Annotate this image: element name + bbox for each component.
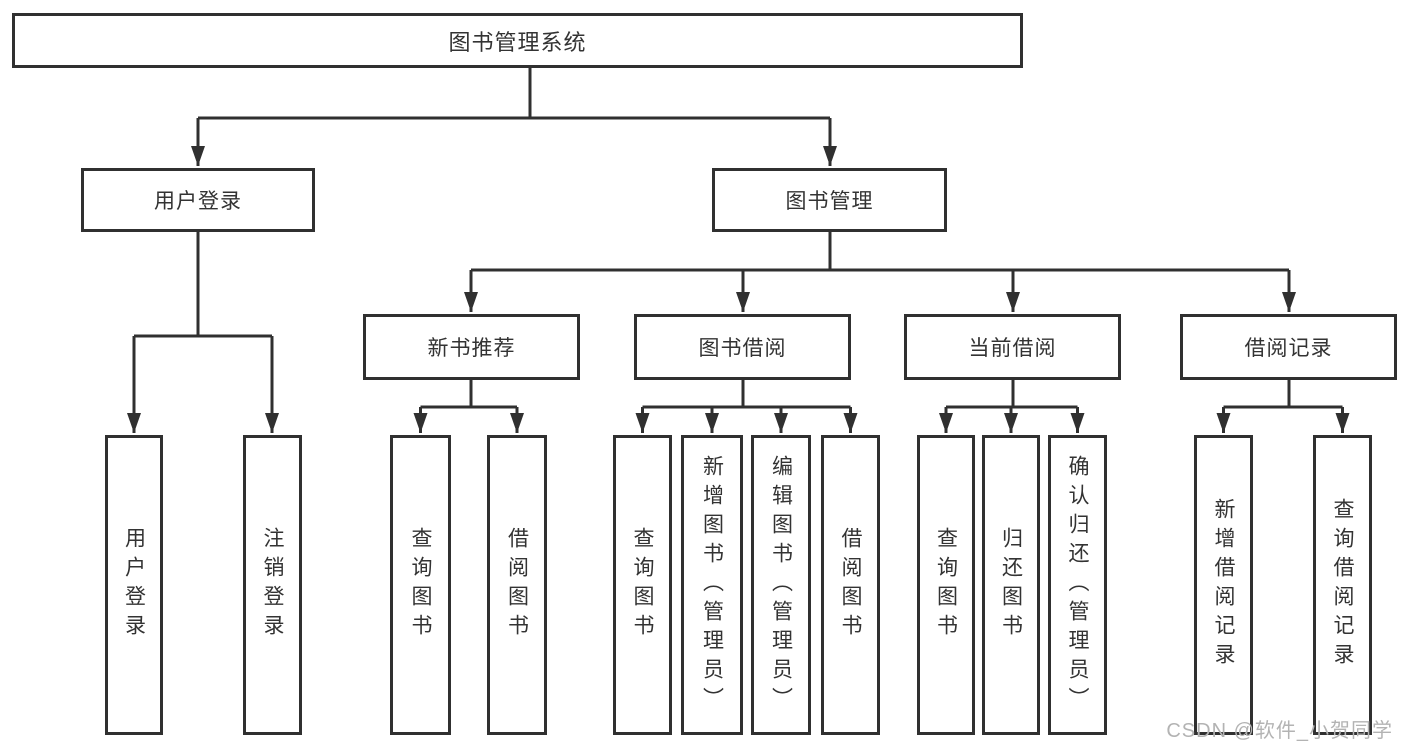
node-user-login: 用户登录 <box>81 168 315 232</box>
leaf-query-books-borrowing: 查询图书 <box>613 435 672 735</box>
leaf-borrow-books-recommend: 借阅图书 <box>487 435 547 735</box>
leaf-query-books-borrowing-label: 查询图书 <box>631 527 654 643</box>
leaf-return-books: 归还图书 <box>982 435 1040 735</box>
leaf-confirm-return-admin: 确认归还（管理员） <box>1048 435 1107 735</box>
leaf-query-books-current: 查询图书 <box>917 435 975 735</box>
node-borrowing-records: 借阅记录 <box>1180 314 1397 380</box>
leaf-query-borrow-record-label: 查询借阅记录 <box>1331 498 1354 672</box>
node-book-borrowing: 图书借阅 <box>634 314 851 380</box>
leaf-user-login: 用户登录 <box>105 435 163 735</box>
watermark: CSDN @软件_小贺同学 <box>1166 720 1393 742</box>
leaf-add-books-admin: 新增图书（管理员） <box>681 435 743 735</box>
leaf-edit-books-admin-label: 编辑图书（管理员） <box>769 454 793 716</box>
leaf-borrow-books-recommend-label: 借阅图书 <box>505 527 529 643</box>
leaf-add-borrow-record: 新增借阅记录 <box>1194 435 1253 735</box>
leaf-confirm-return-admin-label: 确认归还（管理员） <box>1066 454 1089 716</box>
leaf-logout-login: 注销登录 <box>243 435 302 735</box>
leaf-query-borrow-record: 查询借阅记录 <box>1313 435 1372 735</box>
leaf-logout-login-label: 注销登录 <box>261 527 284 643</box>
node-book-management: 图书管理 <box>712 168 947 232</box>
leaf-user-login-label: 用户登录 <box>122 527 146 643</box>
leaf-query-books-recommend-label: 查询图书 <box>409 527 432 643</box>
leaf-add-borrow-record-label: 新增借阅记录 <box>1212 498 1235 672</box>
leaf-borrow-books-borrowing-label: 借阅图书 <box>839 527 862 643</box>
leaf-edit-books-admin: 编辑图书（管理员） <box>751 435 811 735</box>
node-current-borrowing: 当前借阅 <box>904 314 1121 380</box>
node-new-book-recommendation: 新书推荐 <box>363 314 580 380</box>
leaf-query-books-current-label: 查询图书 <box>934 527 958 643</box>
leaf-borrow-books-borrowing: 借阅图书 <box>821 435 880 735</box>
node-library-management-system: 图书管理系统 <box>12 13 1023 68</box>
leaf-query-books-recommend: 查询图书 <box>390 435 451 735</box>
leaf-return-books-label: 归还图书 <box>999 527 1023 643</box>
leaf-add-books-admin-label: 新增图书（管理员） <box>700 454 724 716</box>
